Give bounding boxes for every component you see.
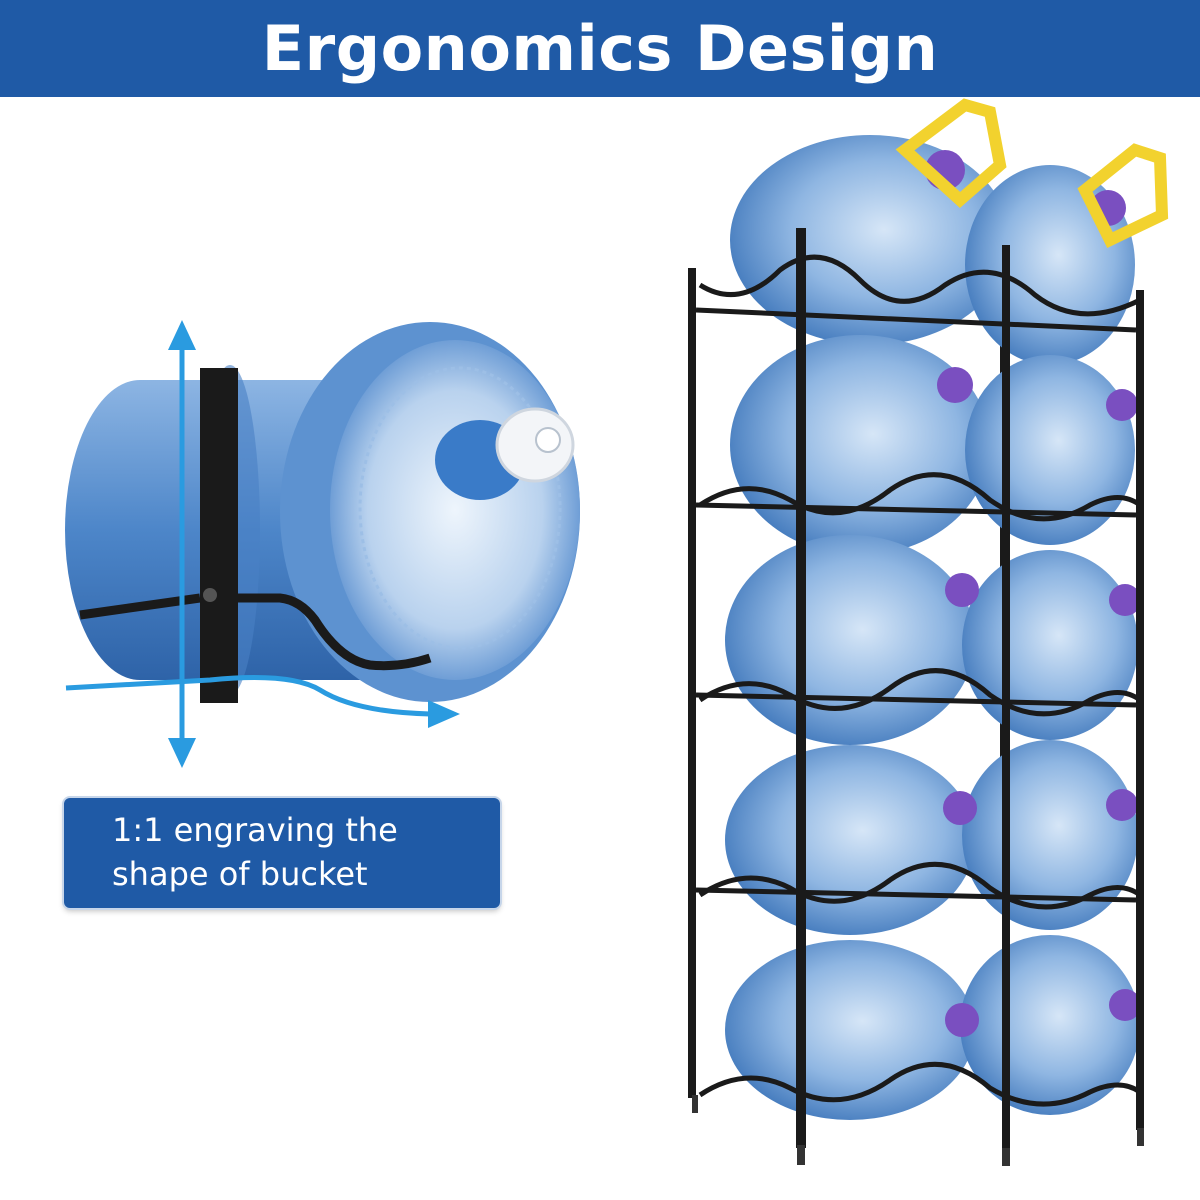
- bottle-row-4: [725, 740, 1138, 935]
- water-rack: [688, 98, 1169, 1166]
- double-headed-arrow-icon: [168, 320, 196, 768]
- rack-bracket: [79, 368, 432, 703]
- page-title: Ergonomics Design: [261, 12, 939, 85]
- bottle-row-3: [725, 535, 1141, 745]
- header-banner: Ergonomics Design: [0, 0, 1200, 97]
- feature-caption: 1:1 engraving the shape of bucket: [64, 798, 500, 908]
- caption-line-1: 1:1 engraving the: [112, 811, 398, 849]
- closeup-bottle: [65, 322, 580, 702]
- shelf-rails: [695, 254, 1142, 1107]
- bottle-row-5: [725, 935, 1141, 1120]
- caption-line-2: shape of bucket: [112, 855, 368, 893]
- bottle-row-2: [730, 335, 1138, 555]
- curved-arrow-icon: [65, 675, 460, 728]
